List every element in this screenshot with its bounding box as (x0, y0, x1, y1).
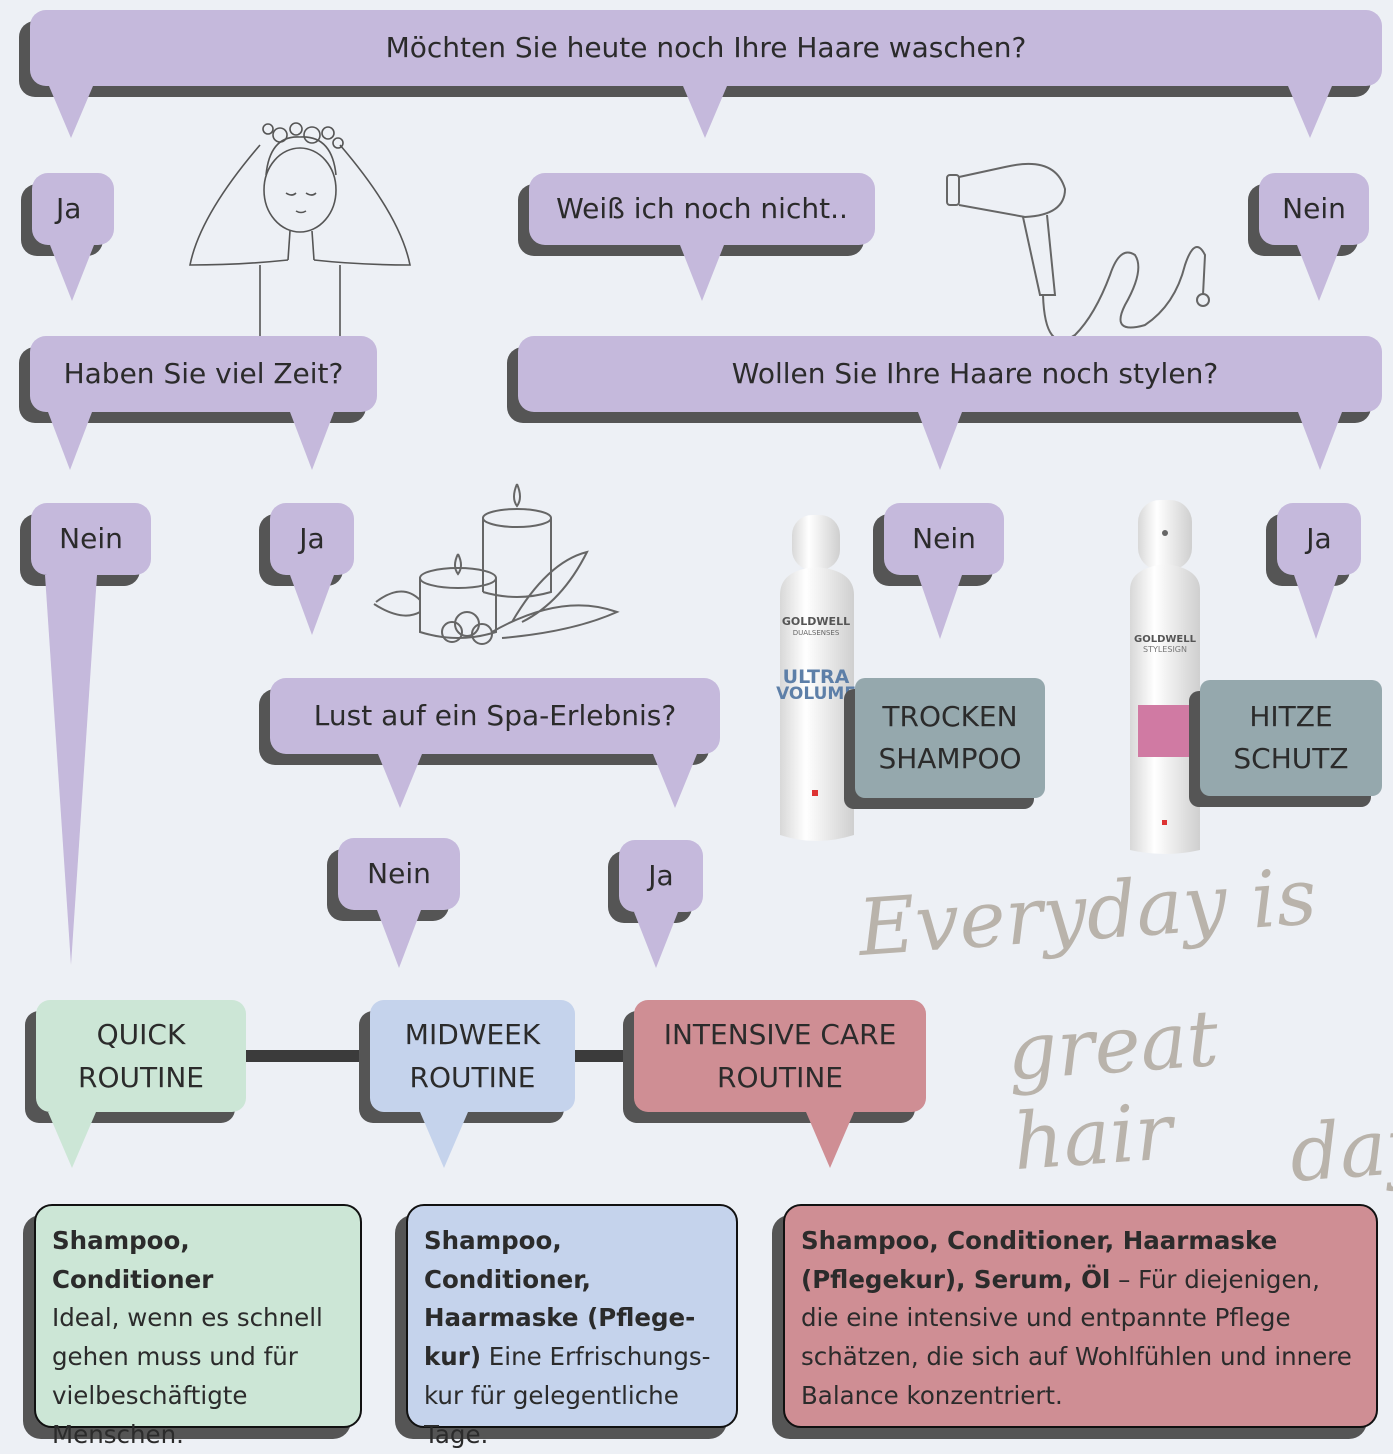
pointer (1298, 412, 1342, 470)
pointer (806, 1112, 854, 1168)
question-style-hair-text: Wollen Sie Ihre Haare noch stylen? (731, 357, 1219, 391)
hair-washing-illustration (189, 122, 411, 345)
dry-shampoo-can: GOLDWELL DUALSENSES ULTRA VOLUME (776, 515, 856, 841)
pointer (1294, 575, 1338, 639)
answer-ja-wash: Ja (32, 173, 114, 245)
pointer (290, 575, 334, 635)
answer-nein-spa-text: Nein (367, 857, 431, 891)
routine-midweek: MIDWEEK ROUTINE (370, 1000, 575, 1112)
answer-unsure-text: Weiß ich noch nicht.. (556, 192, 848, 226)
can1-sub: DUALSENSES (793, 629, 840, 637)
heat-protection-can: GOLDWELL STYLESIGN (1130, 500, 1200, 854)
routine-connector (240, 1050, 380, 1062)
pointer (680, 245, 724, 301)
pointer (49, 86, 93, 138)
answer-nein-wash: Nein (1259, 173, 1369, 245)
card-quick-text: Ideal, wenn es schnell gehen muss und fü… (52, 1303, 323, 1449)
slogan-line-3: day (1287, 1100, 1393, 1200)
answer-ja-spa: Ja (619, 840, 703, 912)
label-hitze-schutz: HITZE SCHUTZ (1200, 680, 1382, 796)
question-spa: Lust auf ein Spa-Erlebnis? (270, 678, 720, 754)
slogan-line-1: Everyday is (855, 852, 1320, 974)
routine-midweek-line2: ROUTINE (409, 1061, 536, 1094)
can1-name-2: VOLUME (776, 684, 856, 704)
answer-ja-style: Ja (1277, 503, 1361, 575)
card-quick-products: Shampoo, Conditioner (52, 1226, 214, 1294)
long-pointer (45, 575, 97, 965)
pointer (918, 575, 962, 639)
question-much-time: Haben Sie viel Zeit? (30, 336, 377, 412)
answer-unsure: Weiß ich noch nicht.. (529, 173, 875, 245)
card-midweek: Shampoo, Conditioner, Haarmaske (Pflege-… (406, 1204, 738, 1449)
card-intensive: Shampoo, Conditioner, Haarmaske (Pflegek… (783, 1204, 1378, 1428)
label-trocken-line2: SHAMPOO (878, 742, 1022, 775)
question-style-hair: Wollen Sie Ihre Haare noch stylen? (518, 336, 1382, 412)
routine-intensive: INTENSIVE CARE ROUTINE (634, 1000, 926, 1112)
routine-quick: QUICK ROUTINE (36, 1000, 246, 1112)
pointer (48, 1112, 96, 1168)
answer-ja-time: Ja (270, 503, 354, 575)
answer-ja-spa-text: Ja (648, 859, 674, 893)
label-trocken-shampoo: TROCKEN SHAMPOO (855, 678, 1045, 798)
pointer (918, 412, 962, 470)
routine-intensive-line1: INTENSIVE CARE (663, 1017, 897, 1051)
routine-intensive-line2: ROUTINE (717, 1061, 843, 1094)
card-intensive-text: – Für diejenigen, die eine intensive und… (801, 1264, 1352, 1410)
routine-quick-line1: QUICK (96, 1017, 186, 1051)
candles-illustration (373, 483, 620, 645)
card-intensive-products: Shampoo, Conditioner, Haarmaske (Pflegek… (801, 1226, 1278, 1294)
routine-connector (570, 1050, 640, 1062)
question-much-time-text: Haben Sie viel Zeit? (63, 357, 344, 391)
question-wash-today: Möchten Sie heute noch Ihre Haare wasche… (30, 10, 1382, 86)
pointer (653, 754, 697, 808)
hair-dryer-illustration (946, 162, 1210, 341)
pointer (634, 912, 678, 968)
card-quick: Shampoo, Conditioner Ideal, wenn es schn… (34, 1204, 362, 1449)
pointer (290, 412, 334, 470)
question-wash-today-text: Möchten Sie heute noch Ihre Haare wasche… (385, 31, 1027, 65)
routine-quick-line2: ROUTINE (78, 1061, 204, 1094)
can1-brand: GOLDWELL (782, 615, 850, 628)
answer-nein-style-text: Nein (912, 522, 976, 556)
pointer (48, 412, 92, 470)
pointer (50, 245, 94, 301)
pointer (683, 86, 727, 138)
pointer (1288, 86, 1332, 138)
routine-midweek-line1: MIDWEEK (404, 1017, 541, 1051)
answer-ja-time-text: Ja (299, 522, 325, 556)
can1-name-1: ULTRA (783, 666, 850, 688)
can2-brand: GOLDWELL (1134, 634, 1197, 645)
answer-nein-time: Nein (31, 503, 151, 575)
pointer (378, 754, 422, 808)
answer-nein-spa: Nein (338, 838, 460, 910)
answer-nein-style: Nein (884, 503, 1004, 575)
label-trocken-line1: TROCKEN (882, 700, 1018, 733)
answer-ja-style-text: Ja (1306, 522, 1332, 556)
answer-nein-time-text: Nein (59, 522, 123, 556)
label-hitze-line1: HITZE (1249, 700, 1333, 733)
pointer (377, 910, 421, 968)
label-hitze-line2: SCHUTZ (1233, 742, 1349, 775)
pointer (1297, 245, 1341, 301)
pointer (420, 1112, 468, 1168)
answer-ja-wash-text: Ja (56, 192, 82, 226)
card-midweek-products: Shampoo, Conditioner, Haarmaske (Pflege-… (424, 1226, 696, 1372)
can2-sub: STYLESIGN (1143, 645, 1187, 654)
answer-nein-wash-text: Nein (1282, 192, 1346, 226)
question-spa-text: Lust auf ein Spa-Erlebnis? (313, 699, 677, 733)
